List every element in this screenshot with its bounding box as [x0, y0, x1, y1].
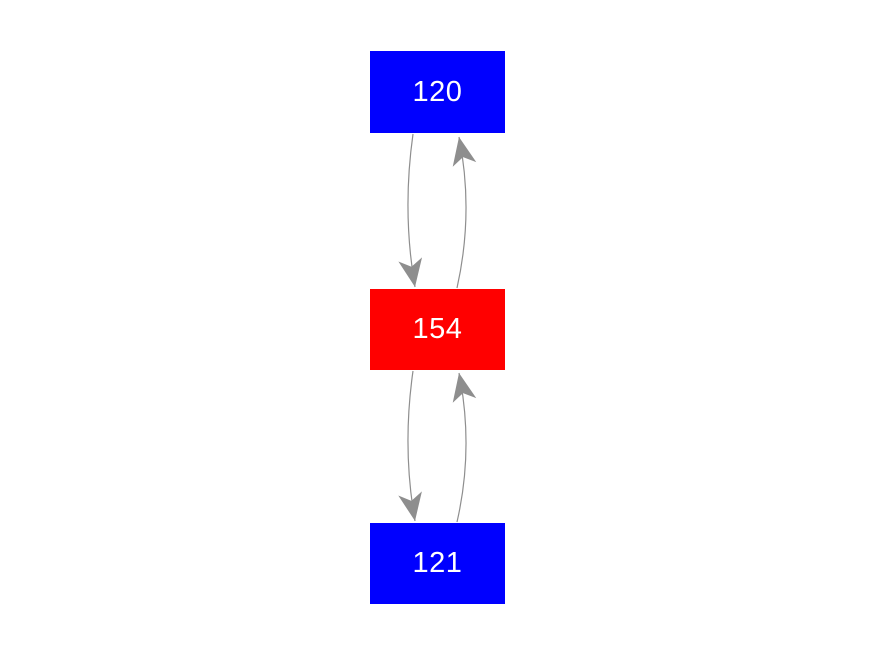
node-label: 154: [412, 313, 463, 345]
graph-node-154[interactable]: 154: [370, 289, 505, 370]
edge-120-to-154: [398, 133, 423, 288]
node-label: 120: [412, 75, 463, 108]
graph-node-120[interactable]: 120: [370, 51, 505, 133]
edge-121-to-154: [452, 372, 477, 523]
edge-154-to-120: [452, 136, 477, 289]
node-label: 121: [412, 547, 463, 579]
edge-154-to-121: [398, 370, 422, 522]
graph-node-121[interactable]: 121: [370, 523, 505, 604]
